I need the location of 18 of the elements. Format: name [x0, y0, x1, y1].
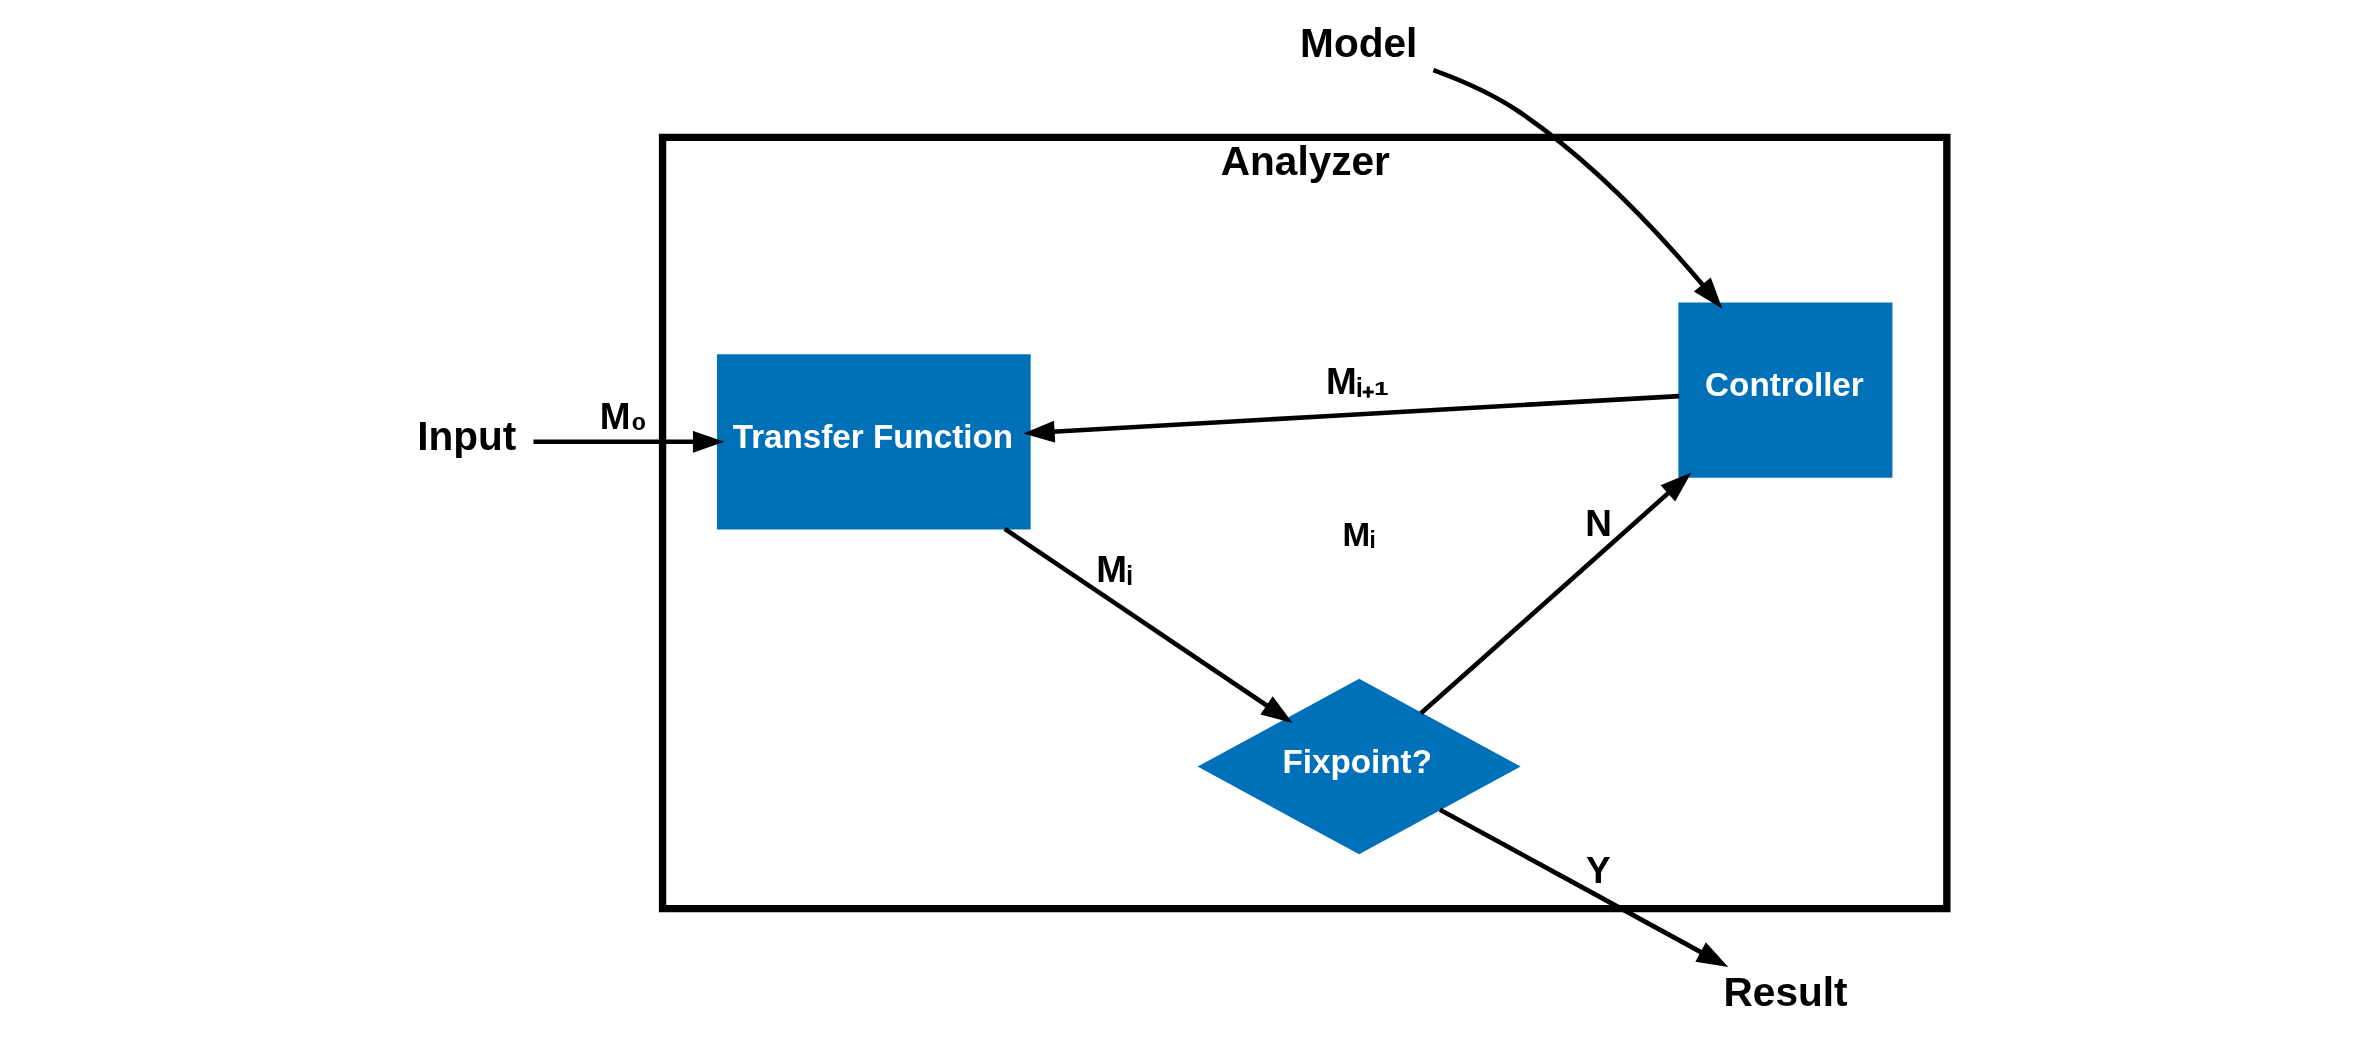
edge-label: Mᵢ₊₁ — [1325, 360, 1389, 402]
node-box: Transfer Function — [716, 354, 1031, 530]
node-text: Model — [1299, 20, 1417, 67]
edge-label: N — [1584, 502, 1612, 544]
arrow — [1418, 472, 1691, 716]
edge-label: Mᵢ — [1095, 549, 1132, 591]
arrow — [532, 430, 724, 453]
arrow — [1002, 526, 1293, 723]
node-text: Input — [416, 413, 516, 460]
arrow — [1438, 807, 1728, 968]
node-box: Controller — [1677, 302, 1892, 478]
arrow — [1022, 393, 1679, 443]
node-diamond: Fixpoint? — [1197, 678, 1521, 855]
edge-label: M₀ — [599, 395, 647, 437]
arrow — [1432, 67, 1722, 309]
label: Mᵢ — [1342, 515, 1375, 553]
node-text: Result — [1723, 968, 1848, 1015]
edge-label: Y — [1585, 849, 1611, 891]
